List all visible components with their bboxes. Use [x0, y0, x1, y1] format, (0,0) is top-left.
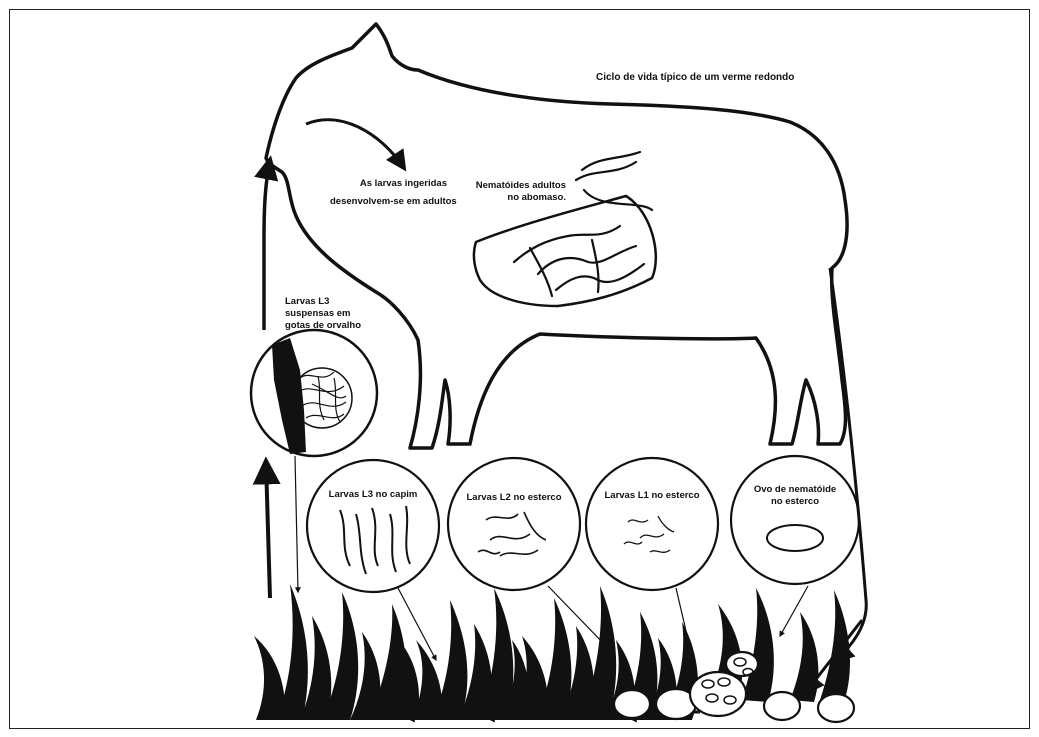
l2-dung-circle — [448, 458, 580, 590]
dew-circle — [251, 330, 377, 456]
l3-dew-label: Larvas L3 suspensas em gotas de orvalho — [285, 296, 361, 332]
grass-clump-1 — [254, 584, 419, 720]
adults-line-1: Nematóides adultos — [450, 180, 566, 192]
l3-dew-line-3: gotas de orvalho — [285, 320, 361, 332]
l1-dung-circle — [586, 458, 718, 590]
egg-dung-line-2: no esterco — [754, 496, 836, 508]
adults-line-2: no abomaso. — [450, 192, 566, 204]
ingested-larvae-label: As larvas ingeridas desenvolvem-se em ad… — [330, 178, 447, 208]
ingested-line-1: As larvas ingeridas — [330, 178, 447, 190]
l3-grass-label: Larvas L3 no capim — [329, 489, 418, 501]
adult-nematodes — [514, 152, 652, 296]
l3-larvae — [340, 506, 410, 574]
diagram-title: Ciclo de vida típico de um verme redondo — [596, 72, 794, 84]
l2-larvae — [478, 512, 546, 556]
l1-dung-line-1: Larvas L1 no esterco — [604, 490, 699, 502]
l3-dew-line-2: suspensas em — [285, 308, 361, 320]
egg-dung-label: Ovo de nematóide no esterco — [754, 484, 836, 508]
adult-nematodes-label: Nematóides adultos no abomaso. — [450, 180, 566, 204]
l3-grass-line-1: Larvas L3 no capim — [329, 489, 418, 501]
egg-circle — [731, 456, 859, 584]
stage-circles — [307, 456, 859, 592]
dew-larvae — [298, 372, 346, 422]
l3-grass-circle — [307, 460, 439, 592]
l1-dung-label: Larvas L1 no esterco — [604, 490, 699, 502]
grass-clump-2 — [412, 588, 529, 720]
grass-blade-dark — [272, 338, 306, 454]
ingested-line-2: desenvolvem-se em adultos — [330, 196, 447, 208]
abomasum-outline — [474, 196, 656, 306]
sheep-outline — [266, 24, 847, 448]
egg-dung-line-1: Ovo de nematóide — [754, 484, 836, 496]
l2-dung-label: Larvas L2 no esterco — [466, 492, 561, 504]
l3-dew-line-1: Larvas L3 — [285, 296, 361, 308]
ingestion-arrow — [306, 120, 404, 168]
l1-larvae — [624, 516, 674, 552]
l2-dung-line-1: Larvas L2 no esterco — [466, 492, 561, 504]
nematode-egg — [767, 525, 823, 551]
